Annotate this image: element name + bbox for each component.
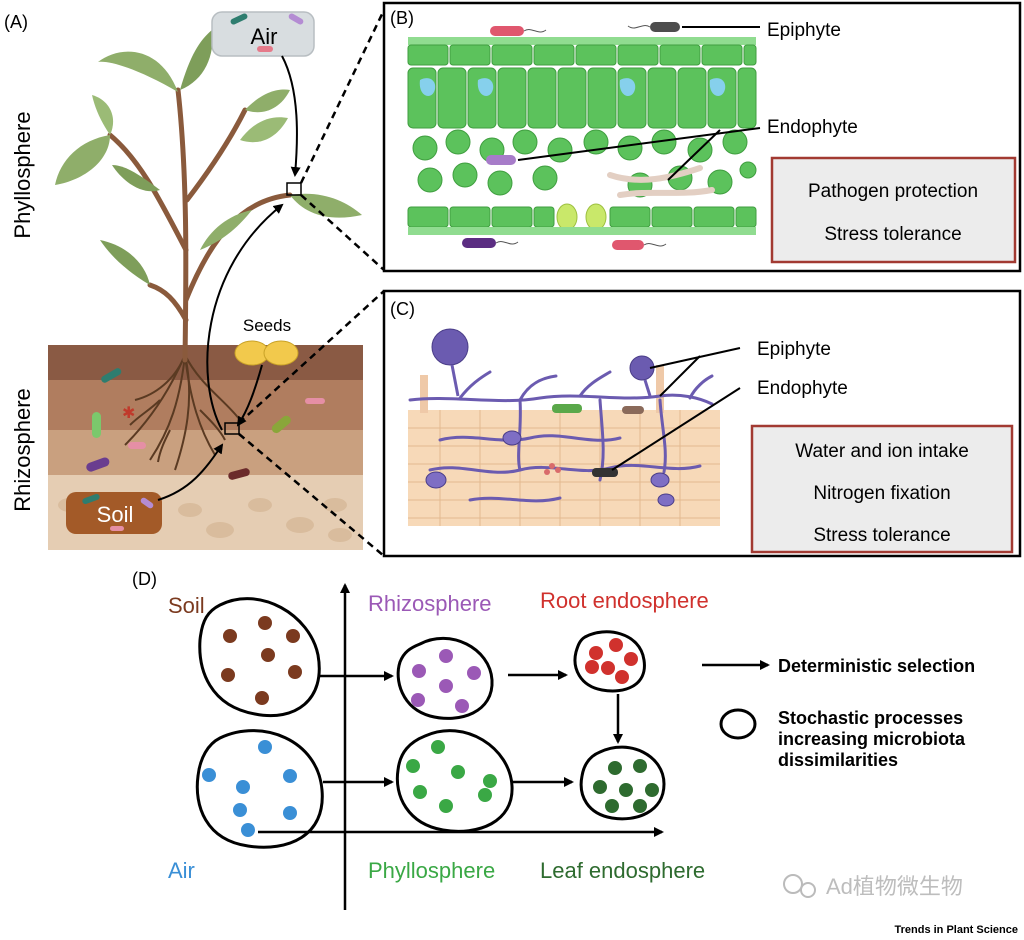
soil-source-box: Soil xyxy=(66,492,162,534)
panel-b: (B) xyxy=(382,1,1022,273)
panel-b-benefits-box: Pathogen protection Stress tolerance xyxy=(770,156,1017,264)
root-endosphere-compartment-label: Root endosphere xyxy=(540,588,709,613)
panel-b-label: (B) xyxy=(390,8,414,28)
soil-compartment-label: Soil xyxy=(168,593,205,618)
rhizosphere-side-label: Rhizosphere xyxy=(10,388,35,512)
leaf-bacteria xyxy=(462,22,680,250)
svg-text:✱: ✱ xyxy=(122,405,135,422)
panel-a-side-labels: Phyllosphere Rhizosphere xyxy=(10,111,35,511)
seeds-label: Seeds xyxy=(243,316,291,335)
leaf-endosphere-compartment-label: Leaf endosphere xyxy=(540,858,705,883)
plant-leaves xyxy=(55,30,362,285)
zoom-lines xyxy=(238,9,386,557)
soil-source-label: Soil xyxy=(97,502,134,527)
watermark: Ad植物微生物 xyxy=(783,874,963,899)
panel-c-label: (C) xyxy=(390,299,415,319)
root-zoom-marker xyxy=(224,422,240,435)
panel-b-epiphyte-label: Epiphyte xyxy=(767,20,841,41)
legend-stochastic-line-3: dissimilarities xyxy=(778,750,898,770)
selection-arrows xyxy=(258,670,664,837)
watermark-text: Ad植物微生物 xyxy=(826,874,963,899)
benefit-nitrogen-fixation: Nitrogen fixation xyxy=(813,483,950,504)
journal-credit: Trends in Plant Science xyxy=(895,924,1019,936)
rhizosphere-compartment-label: Rhizosphere xyxy=(368,591,492,616)
air-source-bubble: Air xyxy=(211,11,315,57)
legend-stochastic-line-2: increasing microbiota xyxy=(778,729,966,749)
air-community xyxy=(195,729,324,849)
panel-c-epiphyte-label: Epiphyte xyxy=(757,339,831,360)
seeds: Seeds xyxy=(234,316,299,366)
panel-c-endophyte-label: Endophyte xyxy=(757,378,848,399)
root-tissue xyxy=(408,328,720,526)
panel-b-endophyte-label: Endophyte xyxy=(767,117,858,138)
rhizosphere-community xyxy=(396,636,494,720)
leaf-endosphere-community xyxy=(579,745,666,821)
legend-deterministic-label: Deterministic selection xyxy=(778,656,975,676)
panel-a-label: (A) xyxy=(4,12,28,32)
legend: Deterministic selection Stochastic proce… xyxy=(702,656,975,770)
benefit-water-ion-intake: Water and ion intake xyxy=(795,441,969,462)
panel-c: (C) xyxy=(382,289,1022,558)
soil-community xyxy=(198,597,321,718)
benefit-stress-tolerance: Stress tolerance xyxy=(824,224,961,245)
air-source-label: Air xyxy=(251,24,278,49)
panel-d: (D) Soil Rhizosphere Root endosphere Air… xyxy=(132,569,975,910)
plant-roots xyxy=(124,354,241,471)
soil-cross-section: ✱ xyxy=(48,345,363,550)
legend-stochastic-line-1: Stochastic processes xyxy=(778,708,963,728)
leaf-zoom-marker xyxy=(286,182,302,196)
air-compartment-label: Air xyxy=(168,858,195,883)
legend-ellipse-symbol xyxy=(719,708,757,740)
panel-c-benefits-box: Water and ion intake Nitrogen fixation S… xyxy=(750,424,1014,554)
benefit-stress-tolerance-root: Stress tolerance xyxy=(813,525,950,546)
panel-d-label: (D) xyxy=(132,569,157,589)
benefit-pathogen-protection: Pathogen protection xyxy=(808,181,978,202)
phyllosphere-community xyxy=(395,729,514,833)
root-endosphere-community xyxy=(573,630,646,693)
leaf-tissue xyxy=(407,37,757,235)
phyllosphere-compartment-label: Phyllosphere xyxy=(368,858,495,883)
phyllosphere-side-label: Phyllosphere xyxy=(10,111,35,238)
